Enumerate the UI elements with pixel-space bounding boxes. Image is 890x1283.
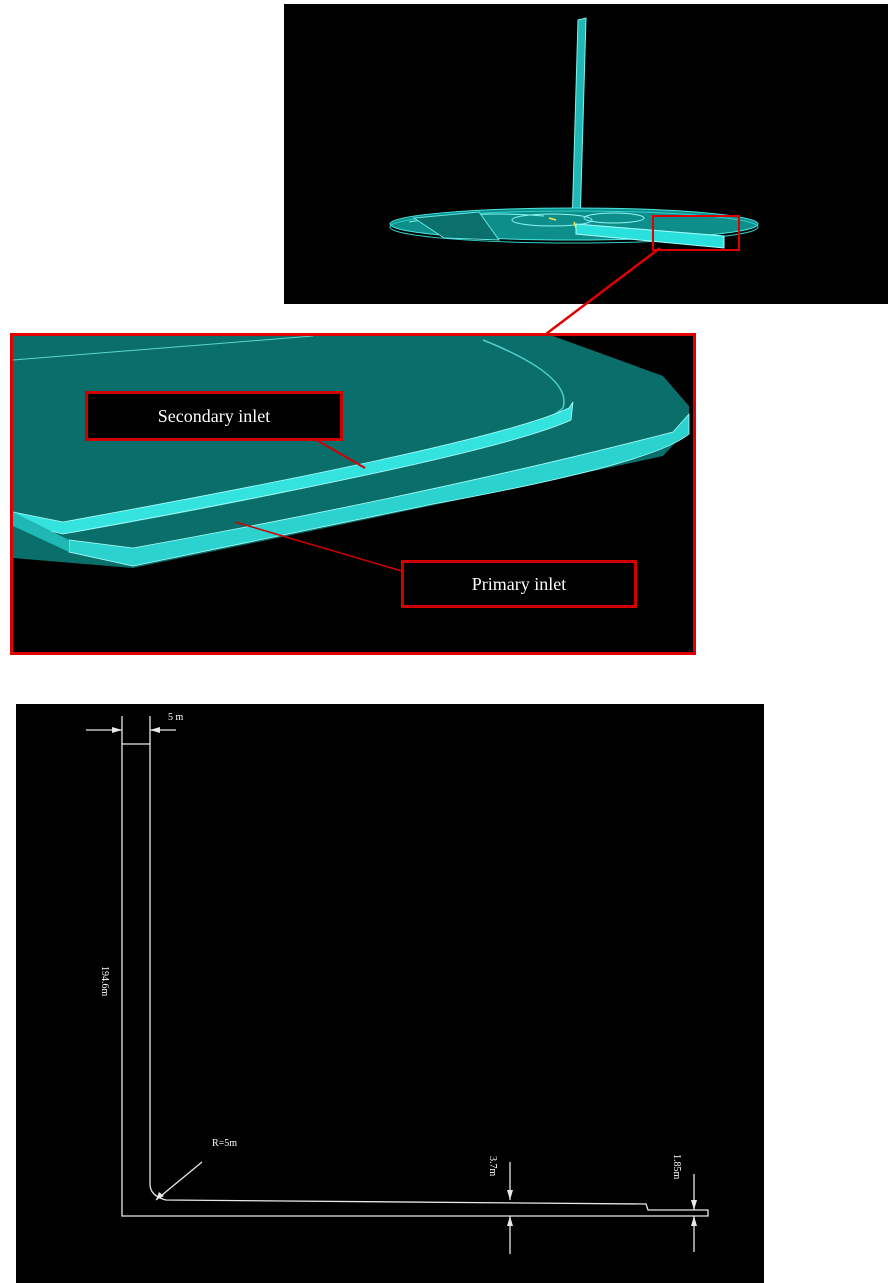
axis-mark-y [573, 221, 577, 229]
width-arrowhead-right [150, 727, 160, 733]
chimney-column [571, 17, 587, 227]
zoomed-inlet-view: Secondary inlet Primary inlet [10, 333, 696, 655]
gap1-arrowhead-top [507, 1190, 513, 1200]
disk-top-surface [13, 336, 689, 568]
disk-upper-line [13, 336, 314, 361]
radius-leader [155, 1161, 203, 1201]
axis-mark-x [548, 217, 557, 221]
gap1-arrowhead-bottom [507, 1216, 513, 1226]
radius-dimension-label: R=5m [212, 1138, 238, 1149]
gap2-dimension-label: 1.85m [671, 1154, 682, 1180]
height-dimension-label: 194.6m [99, 966, 110, 997]
secondary-pointer-line [312, 437, 366, 469]
dimension-drawing-svg [86, 716, 709, 1254]
primary-pointer-line [234, 521, 406, 573]
width-dimension-label: 5 m [168, 712, 184, 723]
inner-circle [511, 213, 593, 227]
primary-inlet-label: Primary inlet [401, 560, 637, 608]
radius-arrowhead [156, 1192, 164, 1200]
gap2-arrowhead-bottom [691, 1216, 697, 1226]
primary-inlet-face [13, 512, 69, 552]
dimension-drawing: 5 m 194.6m R=5m 3.7m 1.85m [16, 704, 764, 1283]
zoom-selection-box [652, 215, 740, 251]
geometry-outline [121, 743, 709, 1217]
inlet-arm [575, 223, 725, 249]
width-arrowhead-left [112, 727, 122, 733]
secondary-inlet-lip [13, 401, 574, 535]
secondary-inlet-label: Secondary inlet [85, 391, 343, 441]
model-3d-svg [389, 17, 759, 251]
gap2-arrowhead-top [691, 1200, 697, 1210]
primary-inlet-slab [68, 412, 690, 567]
inner-circle-2 [583, 212, 645, 224]
model-3d-view [284, 4, 888, 304]
gap1-dimension-label: 3.7m [487, 1156, 498, 1177]
disk-segment [412, 211, 500, 241]
disk-edge [389, 210, 759, 244]
